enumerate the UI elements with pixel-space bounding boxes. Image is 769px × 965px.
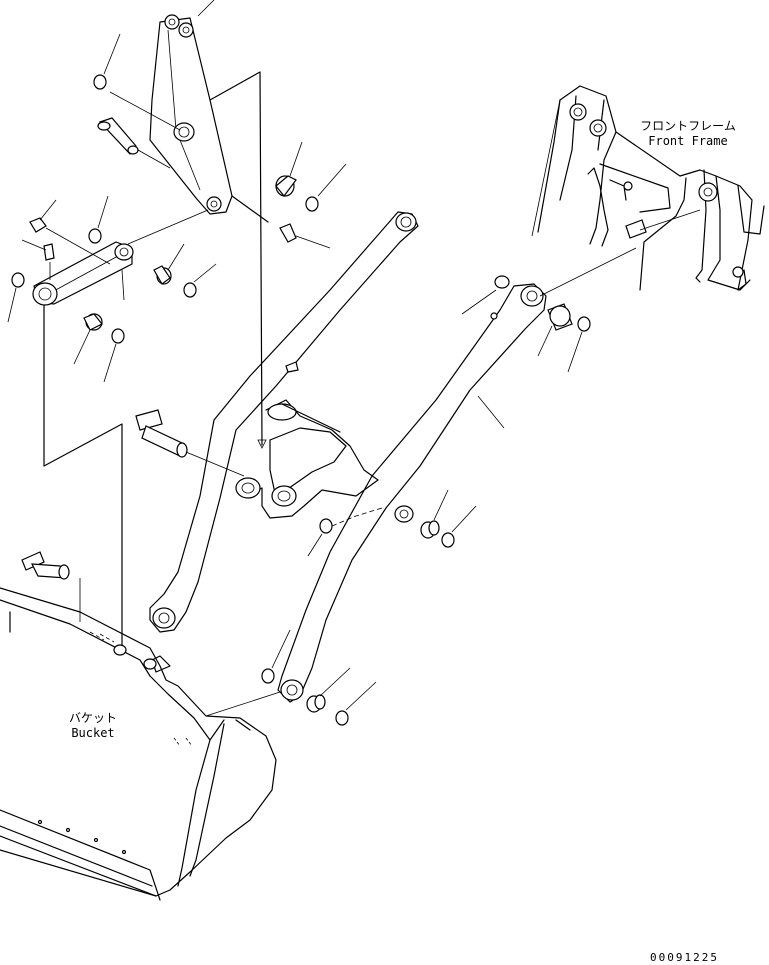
grease-fitting [279,223,331,249]
o-ring [7,272,25,323]
bushing [420,489,449,539]
bucket-label-jp: バケット [68,711,117,725]
pin-upper [97,117,139,155]
bucket [0,587,277,901]
o-ring [261,629,291,684]
o-ring [567,316,591,373]
bucket-label: バケット Bucket [58,711,128,741]
o-ring [305,163,347,212]
grease-fitting [21,239,55,280]
o-ring [441,505,477,548]
bushing [306,667,351,713]
o-ring [335,681,377,726]
front-frame-label-en: Front Frame [648,134,728,148]
pin-bucket [21,551,81,622]
o-ring [103,328,125,383]
grease-fitting [29,199,111,265]
lift-arm [149,211,547,703]
front-frame-label-jp: フロントフレーム [640,119,736,133]
bucket-label-en: Bucket [71,726,115,740]
o-ring [461,275,510,315]
bushing [153,243,185,285]
front-frame-label: フロントフレーム Front Frame [623,119,753,149]
bushing [275,141,303,197]
o-ring [307,518,333,557]
o-ring [93,33,121,90]
bushing [537,303,573,357]
document-number: 00091225 [650,951,719,964]
front-frame [537,85,765,291]
bell-crank [149,0,233,215]
o-ring [88,195,109,244]
pin-lift-arm [135,409,245,477]
bushing [73,313,103,365]
o-ring [183,263,217,298]
